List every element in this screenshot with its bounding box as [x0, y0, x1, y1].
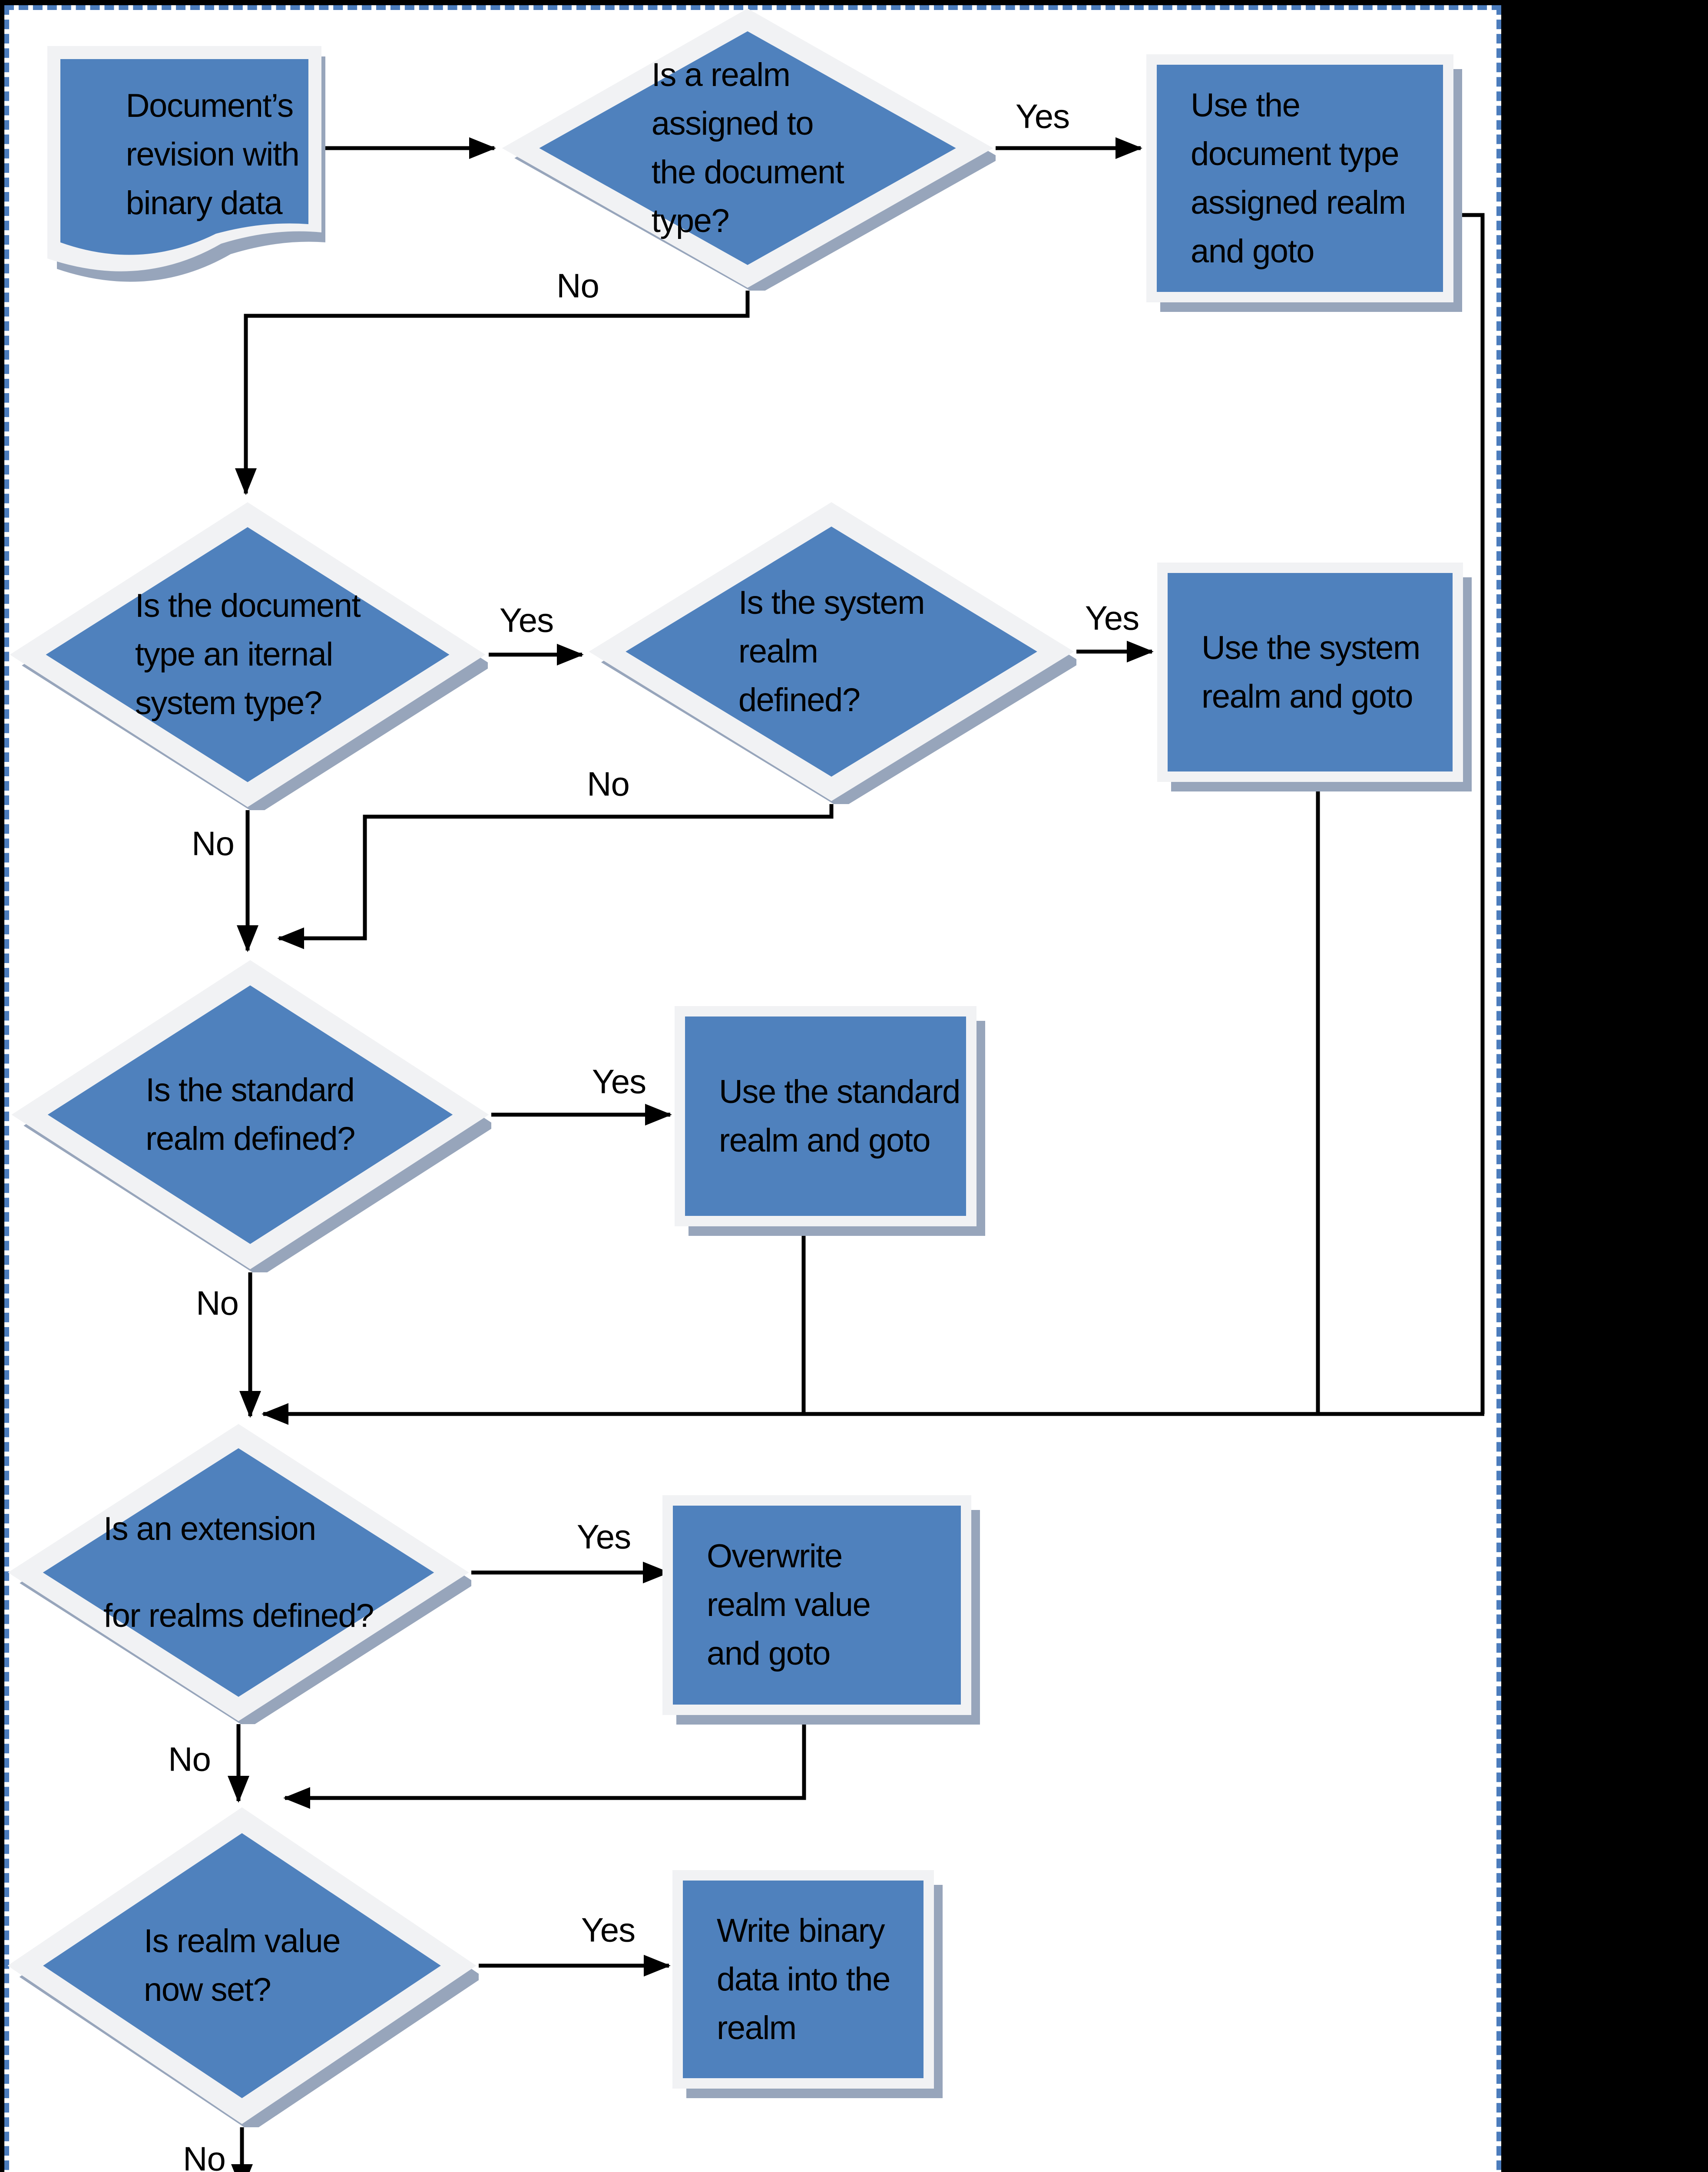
edge-label-yes-3: Yes — [1085, 599, 1139, 637]
node-q-realm-assigned: Is a realm assigned to the document type… — [500, 6, 996, 291]
diamond-shape — [11, 960, 491, 1272]
edge-label-yes-4: Yes — [592, 1062, 646, 1101]
edge-box4-return — [283, 1713, 806, 1809]
edge-label-no-4: No — [196, 1284, 239, 1322]
node-label: Is realm value now set? — [143, 1923, 341, 2008]
document-shape — [47, 46, 325, 282]
edge-label-yes-6: Yes — [581, 1910, 636, 1949]
diamond-shape — [502, 8, 996, 291]
node-q-system-realm-defined: Is the system realm defined? — [586, 499, 1076, 804]
edge-label-no-5: No — [168, 1740, 211, 1778]
edge-q3-no — [277, 804, 834, 949]
node-q-internal-system-type: Is the document type an iternal system t… — [7, 499, 488, 810]
node-label: Is a realm assigned to the document type… — [651, 56, 844, 239]
node-write-binary: Write binary data into the realm — [672, 1870, 934, 2089]
node-label: Is the standard realm defined? — [146, 1072, 355, 1157]
node-overwrite-realm: Overwrite realm value and goto — [662, 1495, 971, 1715]
diamond-shape — [10, 502, 488, 810]
diamond-shape — [8, 1424, 471, 1724]
edge-q1-no — [235, 291, 750, 495]
node-label: Use the system realm and goto — [1202, 629, 1420, 715]
node-label: Write binary data into the realm — [717, 1912, 890, 2046]
node-q-realm-value-set: Is realm value now set? — [5, 1804, 479, 2127]
node-use-system-realm: Use the system realm and goto — [1157, 563, 1463, 782]
node-start-document: Document’s revision with binary data — [47, 46, 325, 289]
edge-box1-return — [1453, 213, 1485, 1414]
node-label: Use the document type assigned realm and… — [1191, 86, 1406, 270]
node-label: Use the standard realm and goto — [719, 1073, 960, 1159]
node-label: Overwrite realm value and goto — [707, 1538, 871, 1672]
edge-label-no-2: No — [587, 765, 630, 803]
diamond-shape — [7, 1807, 479, 2127]
edge-label-no-3: No — [192, 824, 235, 863]
edge-label-no-1: No — [556, 266, 599, 305]
node-label: Is an extension for realms defined? — [103, 1510, 374, 1634]
node-label: Is the document type an iternal system t… — [135, 587, 361, 722]
edge-label-yes-2: Yes — [499, 601, 554, 639]
node-label: Document’s revision with binary data — [126, 87, 300, 222]
node-use-doc-type-realm: Use the document type assigned realm and… — [1146, 54, 1453, 302]
node-q-extension-defined: Is an extension for realms defined? — [6, 1421, 471, 1724]
node-use-standard-realm: Use the standard realm and goto — [675, 1006, 976, 1226]
node-label: Is the system realm defined? — [738, 584, 925, 718]
diamond-shape — [589, 502, 1076, 804]
edge-label-yes-1: Yes — [1015, 97, 1070, 136]
edge-label-yes-5: Yes — [576, 1517, 631, 1556]
edge-label-no-6: No — [183, 2139, 226, 2172]
node-q-standard-realm-defined: Is the standard realm defined? — [9, 957, 491, 1272]
